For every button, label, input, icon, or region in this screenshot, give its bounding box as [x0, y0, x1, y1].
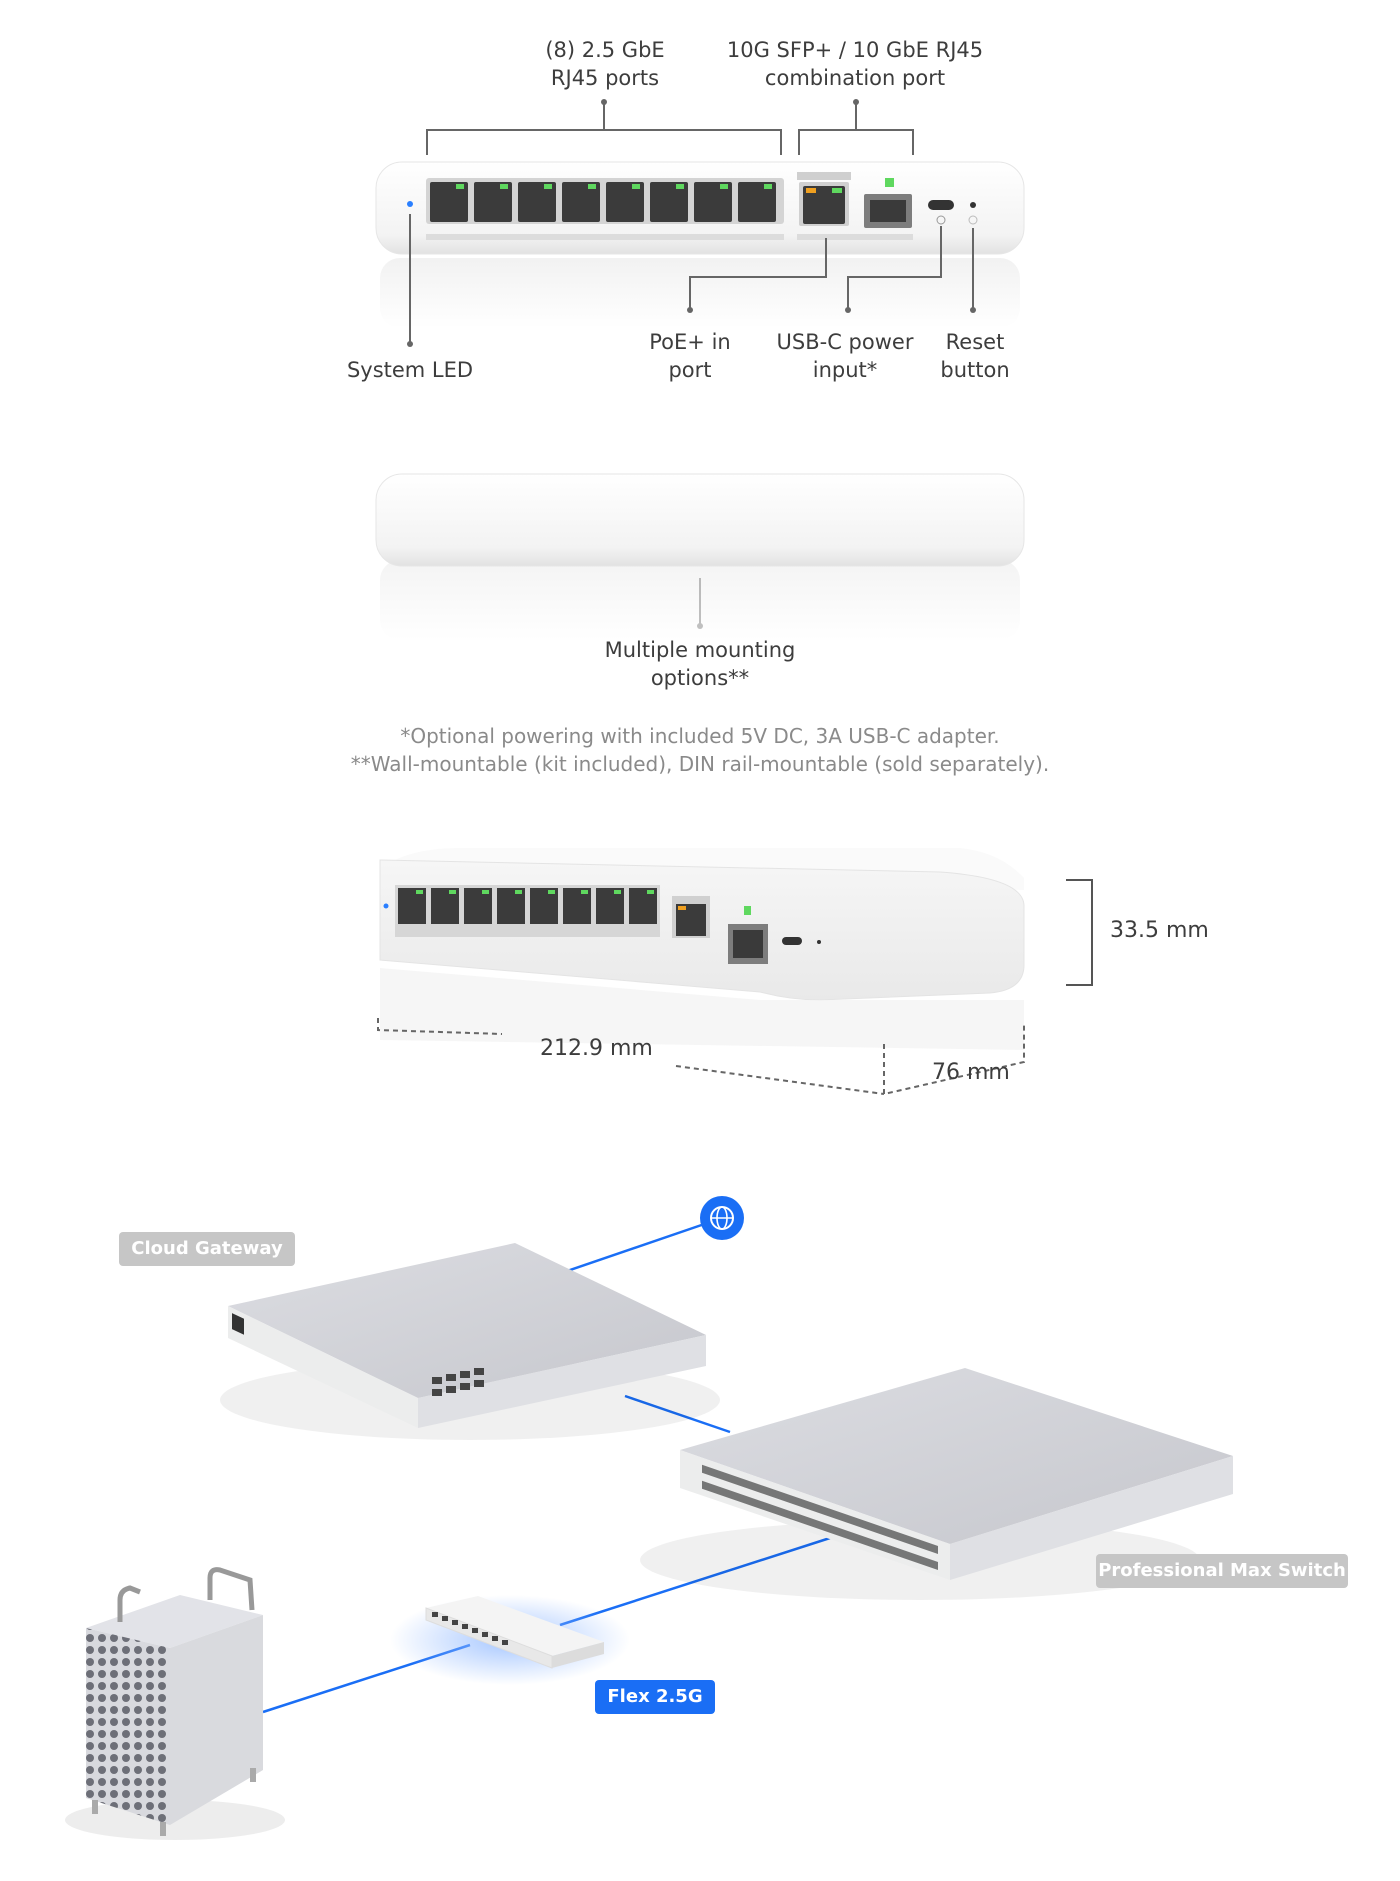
- flex-2-5g-device: [425, 1596, 604, 1669]
- cloud-gateway-device: [220, 1243, 720, 1440]
- front-view-diagram: [375, 99, 1025, 640]
- width-dimension: 212.9 mm: [540, 1036, 653, 1061]
- rj45-ports: [430, 182, 776, 222]
- system-led-label: System LED: [346, 358, 474, 382]
- globe-icon: [700, 1196, 744, 1240]
- cloud-gateway-tag: Cloud Gateway: [119, 1232, 295, 1266]
- depth-dimension: 76 mm: [932, 1060, 1010, 1085]
- rj45-bracket: [426, 102, 782, 155]
- flex-2-5g-tag: Flex 2.5G: [595, 1680, 715, 1714]
- pro-max-switch-tag: Professional Max Switch: [1096, 1554, 1348, 1588]
- pro-max-switch-device: [640, 1368, 1233, 1600]
- footnotes: *Optional powering with included 5V DC, …: [350, 724, 1050, 776]
- height-dimension: 33.5 mm: [1110, 918, 1209, 943]
- combo-bracket: [798, 102, 914, 155]
- gateway-switch-link: [624, 1394, 731, 1434]
- flex-device-side: [375, 473, 1025, 567]
- switch-flex-link: [559, 1536, 831, 1627]
- mac-pro-device: [65, 1567, 285, 1840]
